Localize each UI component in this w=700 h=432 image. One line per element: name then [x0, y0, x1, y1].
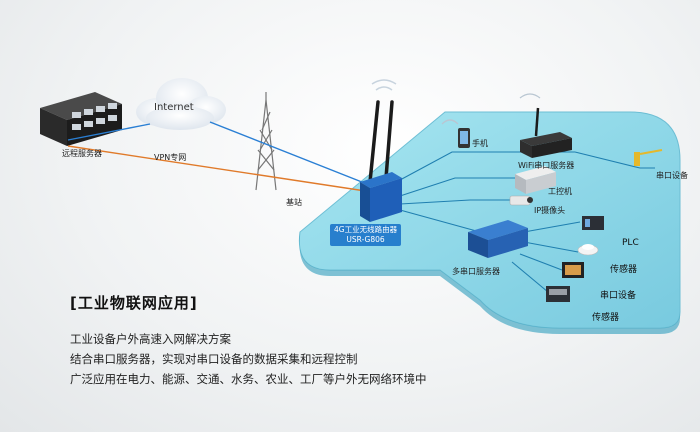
label-ip-camera: IP摄像头 — [534, 206, 566, 215]
ipc-device — [515, 166, 556, 194]
label-sensor-1: 传感器 — [610, 265, 638, 275]
router-name: 4G工业无线路由器 — [334, 225, 398, 234]
label-plc: PLC — [622, 238, 639, 248]
label-phone: 手机 — [472, 139, 488, 148]
label-serial-device-right: 串口设备 — [656, 171, 688, 180]
ip-camera-device — [509, 195, 533, 206]
label-wifi-serial-server: WiFi串口服务器 — [518, 161, 575, 170]
label-ipc: 工控机 — [548, 187, 572, 196]
label-base-station: 基站 — [286, 198, 302, 207]
label-serial-device: 串口设备 — [600, 291, 637, 301]
label-internet: Internet — [154, 102, 194, 113]
4g-router-device — [360, 79, 402, 222]
wifi-serial-server-device — [519, 93, 572, 158]
sensor-device-1 — [577, 244, 599, 256]
label-remote-server: 远程服务器 — [62, 149, 102, 158]
multi-serial-server-device — [468, 220, 528, 258]
platform-edge — [299, 232, 680, 334]
serial-display-device — [562, 262, 584, 278]
label-sensor-2: 传感器 — [592, 313, 620, 323]
description-block: [工业物联网应用] 工业设备户外高速入网解决方案 结合串口服务器，实现对串口设备… — [70, 292, 530, 389]
router-model: USR-G806 — [346, 235, 385, 244]
headline: [工业物联网应用] — [70, 294, 198, 312]
label-multi-serial-server: 多串口服务器 — [452, 267, 500, 276]
description-line-1: 工业设备户外高速入网解决方案 — [70, 332, 231, 346]
wan-links — [67, 121, 373, 193]
description-line-3: 广泛应用在电力、能源、交通、水务、农业、工厂等户外无网络环境中 — [70, 372, 427, 386]
phone-device — [441, 119, 470, 148]
plc-device — [582, 216, 604, 230]
description-line-2: 结合串口服务器，实现对串口设备的数据采集和远程控制 — [70, 352, 358, 366]
serial-device-right — [634, 149, 663, 166]
label-vpn: VPN专网 — [154, 153, 187, 162]
remote-server-rack — [40, 92, 122, 146]
sensor-device-2 — [546, 286, 570, 302]
label-router: 4G工业无线路由器 USR-G806 — [330, 224, 402, 246]
internet-cloud — [136, 78, 226, 130]
